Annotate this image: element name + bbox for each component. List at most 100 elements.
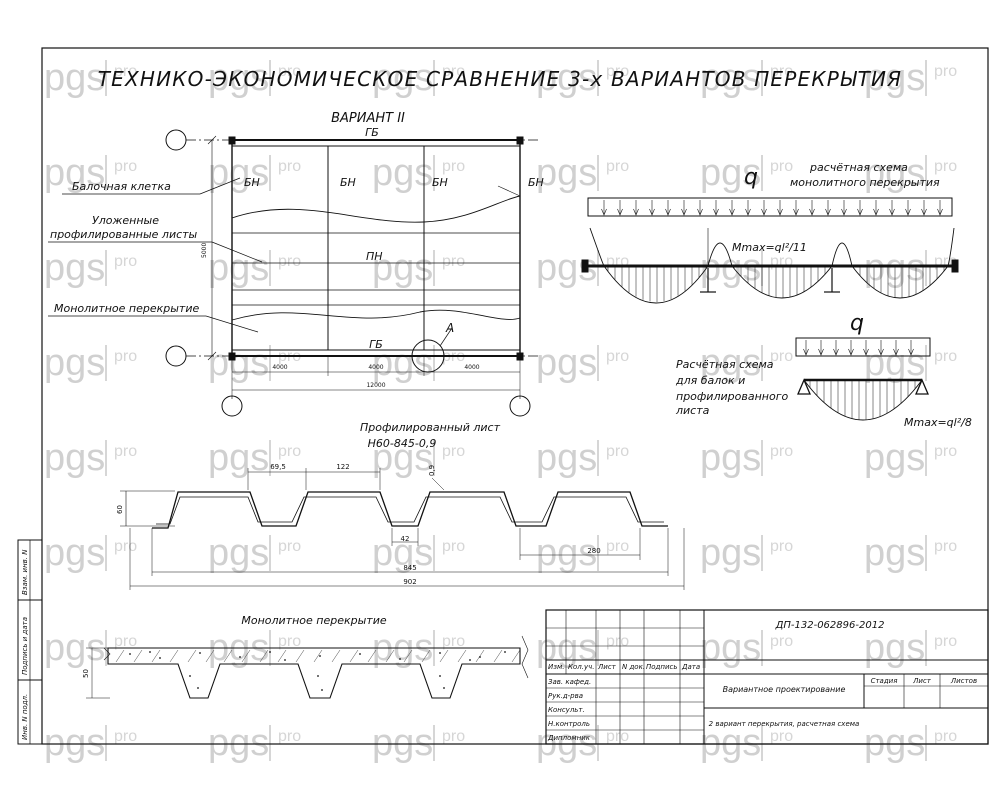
watermark-suffix: pro xyxy=(114,443,137,460)
tb-col-count: Кол.уч. xyxy=(568,663,594,671)
bn-label-2: БН xyxy=(340,176,356,189)
watermark-suffix: pro xyxy=(606,158,629,175)
watermark-brand: pgs xyxy=(864,342,925,384)
tb-row-consultant: Консульт. xyxy=(548,706,585,714)
watermark-brand: pgs xyxy=(700,152,761,194)
tb-col-doc: N док. xyxy=(622,663,645,671)
watermark-suffix: pro xyxy=(278,63,301,80)
watermark-brand: pgs xyxy=(372,247,433,289)
watermark-brand: pgs xyxy=(864,627,925,669)
dim-top-flange: 69,5 xyxy=(270,463,286,471)
moment-formula-1: Mmax=ql²/11 xyxy=(732,241,807,254)
watermark-suffix: pro xyxy=(442,728,465,745)
watermark-brand: pgs xyxy=(208,247,269,289)
watermark-brand: pgs xyxy=(536,532,597,574)
watermark-brand: pgs xyxy=(864,532,925,574)
watermark-suffix: pro xyxy=(442,63,465,80)
watermark-brand: pgs xyxy=(536,722,597,764)
bn-label-3: БН xyxy=(432,176,448,189)
side-stamp-inventory: Инв. N подл. xyxy=(21,694,29,740)
watermark-brand: pgs xyxy=(372,532,433,574)
tb-row-supervisor: Рук.д-рва xyxy=(548,692,583,700)
watermark-brand: pgs xyxy=(44,532,105,574)
tb-description: 2 вариант перекрытия, расчетная схема xyxy=(709,720,860,728)
span-dimension-1: 4000 xyxy=(272,364,287,371)
watermark-brand: pgs xyxy=(44,152,105,194)
watermark-suffix: pro xyxy=(114,728,137,745)
watermark-suffix: pro xyxy=(278,158,301,175)
title-block xyxy=(545,609,989,745)
watermark-brand: pgs xyxy=(44,342,105,384)
watermark-suffix: pro xyxy=(278,443,301,460)
leader-monolithic: Монолитное перекрытие xyxy=(54,302,199,315)
bn-label-4: БН xyxy=(528,176,544,189)
watermark-brand: pgs xyxy=(864,57,925,99)
watermark-suffix: pro xyxy=(278,728,301,745)
span-dimension-3: 4000 xyxy=(464,364,479,371)
watermark-suffix: pro xyxy=(770,443,793,460)
tb-sheet: Лист xyxy=(912,677,932,685)
watermark-suffix: pro xyxy=(934,538,957,555)
tb-row-control: Н.контроль xyxy=(548,720,590,728)
watermark-brand: pgs xyxy=(208,532,269,574)
tb-row-student: Дипломник xyxy=(547,734,591,742)
watermark-brand: pgs xyxy=(208,342,269,384)
dim-height: 60 xyxy=(116,505,124,514)
watermark-brand: pgs xyxy=(700,722,761,764)
watermark-suffix: pro xyxy=(606,728,629,745)
watermark-brand: pgs xyxy=(44,247,105,289)
watermark-suffix: pro xyxy=(278,253,301,270)
sheet-frame xyxy=(41,47,989,745)
watermark-brand: pgs xyxy=(372,342,433,384)
leader-sheets-line1: Уложенные xyxy=(92,214,159,227)
dim-thickness: 0,9 xyxy=(428,465,436,476)
watermark-suffix: pro xyxy=(770,348,793,365)
tb-stage: Стадия xyxy=(871,677,898,685)
node-a-label: А xyxy=(445,321,454,335)
watermark-brand: pgs xyxy=(44,57,105,99)
watermark-suffix: pro xyxy=(934,63,957,80)
watermark-suffix: pro xyxy=(934,728,957,745)
profile-title-line2: Н60-845-0,9 xyxy=(368,437,437,450)
drawing-title: ТЕХНИКО-ЭКОНОМИЧЕСКОЕ СРАВНЕНИЕ 3-х ВАРИ… xyxy=(98,67,903,91)
tb-col-change: Изм. xyxy=(548,663,564,671)
watermark-suffix: pro xyxy=(934,158,957,175)
watermark-suffix: pro xyxy=(442,443,465,460)
watermark-suffix: pro xyxy=(114,63,137,80)
floor-plan xyxy=(48,129,540,417)
watermark-suffix: pro xyxy=(770,728,793,745)
tb-sheets: Листов xyxy=(950,677,977,685)
watermark-brand: pgs xyxy=(700,57,761,99)
scheme2-caption-line1: Расчётная схема xyxy=(676,358,774,371)
dim-rib: 122 xyxy=(336,463,349,471)
watermark-suffix: pro xyxy=(114,538,137,555)
q-label-1: q xyxy=(744,165,758,190)
slab-dimension: 50 xyxy=(82,669,90,678)
watermark-suffix: pro xyxy=(934,348,957,365)
watermark-brand: pgs xyxy=(44,437,105,479)
monolithic-slab-section xyxy=(86,635,529,699)
watermark-suffix: pro xyxy=(770,63,793,80)
watermark-brand: pgs xyxy=(372,437,433,479)
profiled-sheet-section xyxy=(120,468,685,590)
watermark-brand: pgs xyxy=(208,722,269,764)
height-dimension: 5000 xyxy=(201,243,208,258)
scheme-monolithic xyxy=(581,197,959,304)
watermark-brand: pgs xyxy=(208,437,269,479)
watermark-suffix: pro xyxy=(442,158,465,175)
watermark-suffix: pro xyxy=(770,158,793,175)
watermark-suffix: pro xyxy=(442,253,465,270)
watermark-brand: pgs xyxy=(372,57,433,99)
watermark-suffix: pro xyxy=(114,158,137,175)
gb-top-label: ГБ xyxy=(365,126,379,139)
side-stamp-replace: Взам. инв. N xyxy=(21,549,29,595)
watermark-suffix: pro xyxy=(114,253,137,270)
watermark-brand: pgs xyxy=(372,722,433,764)
dim-902: 902 xyxy=(403,578,416,586)
tb-row-head: Зав. кафед. xyxy=(548,678,591,686)
variant-label: ВАРИАНТ II xyxy=(331,111,405,126)
bn-label-1: БН xyxy=(244,176,260,189)
